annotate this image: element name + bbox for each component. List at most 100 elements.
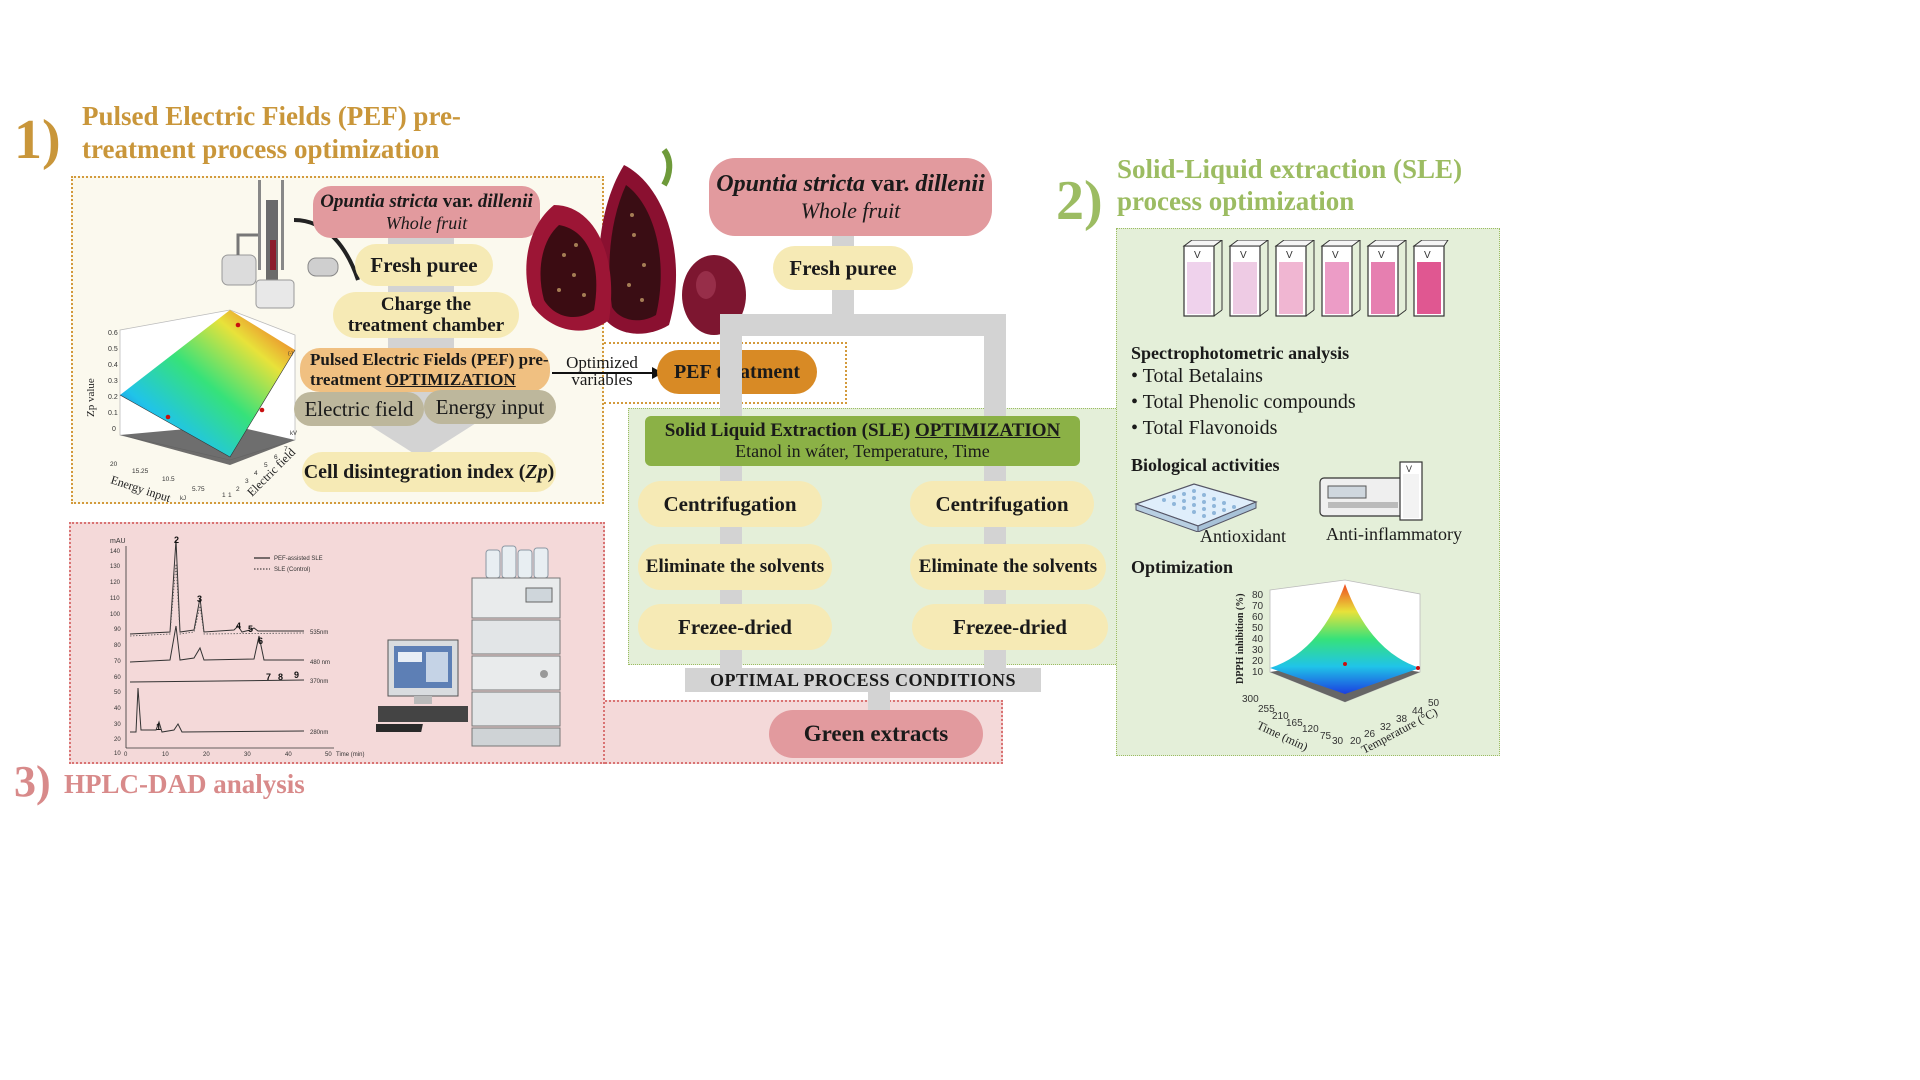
svg-text:50: 50 [1428, 698, 1440, 709]
pef-optim-keyword: OPTIMIZATION [385, 370, 516, 389]
spectrophotometer-icon: V [1319, 461, 1423, 521]
svg-text:30: 30 [1332, 736, 1344, 747]
svg-text:4: 4 [254, 470, 258, 477]
green-extracts-box: Green extracts [769, 710, 983, 758]
optimized-variables-label: Optimized variables [562, 353, 642, 391]
chrom-y-unit: mAU [110, 538, 126, 545]
center-source-var: var. [864, 170, 916, 197]
svg-text:1: 1 [228, 492, 232, 499]
pef-optim-line2: treatment [310, 370, 386, 389]
surface-design-point [259, 407, 265, 413]
temperature-axis-ticks: 20 26 32 38 44 50 [1350, 698, 1440, 747]
svg-text:50: 50 [114, 690, 121, 696]
dpph-axis-label: DPPH inhibition (%) [1235, 593, 1246, 684]
trace-label-535: 535nm [310, 630, 328, 636]
center-source-box: Opuntia stricta var. dillenii Whole frui… [709, 158, 992, 236]
svg-text:20: 20 [110, 461, 118, 468]
svg-text:20: 20 [114, 737, 121, 743]
field-axis-ticks: 1 2 3 4 5 6 7 [228, 446, 288, 499]
surface-design-point [165, 414, 171, 420]
chrom-y-ticks: 140 130 120 110 100 90 80 70 60 50 40 30… [110, 549, 121, 757]
dpph-response-surface-plot: 80 70 60 50 40 30 20 10 DPPH inhibition … [1235, 579, 1440, 754]
svg-text:1: 1 [222, 492, 226, 499]
svg-text:130: 130 [110, 564, 121, 570]
pef-response-surface-plot: 0.6 0.5 0.4 0.3 0.2 0.1 0 (-) Zp value 2… [85, 309, 298, 503]
cuvette: V [1182, 240, 1223, 317]
trace-label-480: 480 nm [310, 660, 330, 666]
pef-optimization-box: Pulsed Electric Fields (PEF) pre- treatm… [300, 348, 550, 392]
svg-text:50: 50 [1252, 623, 1264, 634]
bio-antioxidant: Antioxidant [1200, 526, 1286, 546]
trace-370 [129, 679, 305, 683]
left-freeze-dried: Frezee-dried [638, 604, 832, 650]
center-flow-left-branch [720, 314, 742, 418]
svg-text:9: 9 [294, 670, 299, 680]
svg-text:26: 26 [1364, 729, 1376, 740]
zp-axis-label: Zp value [85, 378, 97, 417]
bio-antiinflammatory: Anti-inflammatory [1326, 524, 1462, 544]
sle-line1: Solid Liquid Extraction (SLE) [664, 420, 915, 441]
svg-text:0.3: 0.3 [108, 378, 118, 385]
zp-axis-ticks: 0.6 0.5 0.4 0.3 0.2 0.1 0 [108, 330, 118, 433]
bio-title: Biological activities [1131, 455, 1280, 475]
svg-text:50: 50 [325, 752, 332, 758]
svg-text:120: 120 [110, 580, 121, 586]
svg-text:V: V [1194, 250, 1201, 261]
optimization-title: Optimization [1131, 557, 1233, 577]
spectro-title: Spectrophotometric analysis [1131, 343, 1350, 363]
svg-text:20: 20 [1252, 656, 1264, 667]
svg-text:255: 255 [1258, 704, 1275, 715]
section3-title: HPLC-DAD analysis [64, 769, 305, 799]
center-source-sub: Whole fruit [800, 197, 901, 223]
spectro-item: Total Flavonoids [1131, 415, 1461, 441]
svg-text:1: 1 [156, 722, 161, 732]
surface-design-point [1343, 662, 1347, 666]
energy-axis-ticks: 20 15.25 10.5 5.75 1 [110, 461, 226, 499]
svg-text:0: 0 [112, 426, 116, 433]
cuvette: V [1228, 240, 1269, 317]
svg-text:75: 75 [1320, 731, 1332, 742]
hplc-instrument-illustration [376, 545, 561, 747]
svg-text:60: 60 [1252, 612, 1264, 623]
surface-design-point [235, 322, 241, 328]
section2-title-line2: process optimization [1117, 186, 1355, 216]
section1-number: 1) [14, 109, 61, 171]
svg-text:30: 30 [244, 752, 251, 758]
field-axis-unit: kV [290, 431, 297, 437]
center-flow-split [720, 314, 1004, 336]
svg-text:15.25: 15.25 [132, 468, 149, 475]
svg-text:0.4: 0.4 [108, 362, 118, 369]
pef-apparatus-illustration [221, 180, 360, 309]
trace-535-control [129, 563, 305, 637]
cell-disintegration-index: Cell disintegration index (Zp) [302, 452, 556, 492]
svg-text:110: 110 [110, 596, 120, 602]
svg-text:40: 40 [114, 706, 121, 712]
trace-535 [129, 539, 304, 635]
svg-text:10: 10 [114, 751, 121, 757]
svg-text:60: 60 [114, 675, 121, 681]
svg-text:210: 210 [1272, 711, 1289, 722]
svg-text:80: 80 [1252, 590, 1264, 601]
charge-line2: treatment chamber [347, 315, 505, 336]
svg-text:7: 7 [266, 672, 271, 682]
trace-280 [130, 687, 305, 733]
svg-text:7: 7 [284, 446, 288, 453]
center-source-name: dillenii [915, 170, 985, 197]
svg-text:90: 90 [114, 627, 121, 633]
svg-text:40: 40 [1252, 634, 1264, 645]
svg-text:10: 10 [1252, 667, 1264, 678]
svg-text:8: 8 [278, 672, 283, 682]
svg-text:3: 3 [197, 594, 202, 604]
sle-variables: Etanol in wáter, Temperature, Time [735, 441, 990, 461]
svg-text:44: 44 [1412, 706, 1424, 717]
optimized-variables-arrow [552, 367, 663, 379]
svg-text:V: V [1286, 250, 1293, 261]
charge-chamber: Charge the treatment chamber [333, 292, 519, 338]
svg-text:140: 140 [110, 549, 121, 555]
svg-text:20: 20 [1350, 736, 1362, 747]
svg-text:40: 40 [285, 752, 292, 758]
svg-text:0.6: 0.6 [108, 330, 118, 337]
result-suffix: ) [547, 460, 555, 483]
var-electric-field: Electric field [294, 392, 424, 426]
source-name: dillenii [477, 190, 533, 212]
